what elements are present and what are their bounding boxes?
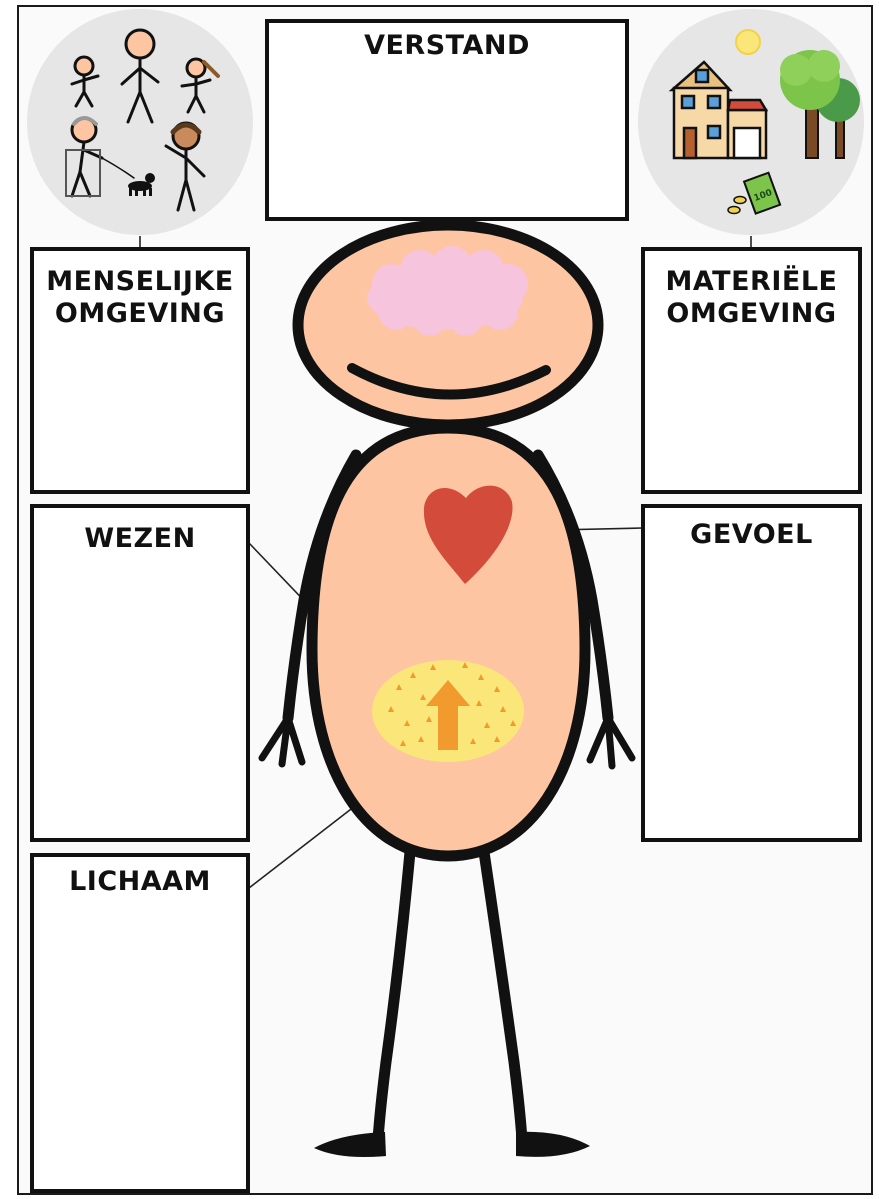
lichaam-label: LICHAAM: [34, 867, 246, 897]
right-foot: [516, 1132, 590, 1157]
left-leg: [378, 852, 410, 1140]
growth-arrow-icon: [372, 660, 524, 762]
box-wezen[interactable]: WEZEN: [30, 504, 250, 842]
box-materiele-omgeving[interactable]: MATERIËLE OMGEVING: [641, 247, 862, 494]
menselijke-label-line2: OMGEVING: [34, 299, 246, 329]
right-leg: [484, 852, 522, 1140]
box-lichaam[interactable]: LICHAAM: [30, 853, 250, 1193]
connector-lichaam: [249, 806, 355, 888]
gevoel-label: GEVOEL: [645, 520, 858, 550]
materiele-label-line1: MATERIËLE: [645, 267, 858, 297]
house-trees-sun-money-icon: 100: [638, 9, 864, 235]
right-hand: [590, 718, 632, 766]
box-gevoel[interactable]: GEVOEL: [641, 504, 862, 842]
materiele-label-line2: OMGEVING: [645, 299, 858, 329]
wezen-label: WEZEN: [34, 524, 246, 554]
people-group-icon: [27, 9, 253, 235]
stick-figure: [262, 225, 632, 1157]
menselijke-label-line1: MENSELIJKE: [34, 267, 246, 297]
left-foot: [314, 1132, 386, 1157]
box-menselijke-omgeving[interactable]: MENSELIJKE OMGEVING: [30, 247, 250, 494]
verstand-label: VERSTAND: [269, 31, 625, 61]
box-verstand[interactable]: VERSTAND: [265, 19, 629, 221]
left-hand: [262, 718, 302, 764]
